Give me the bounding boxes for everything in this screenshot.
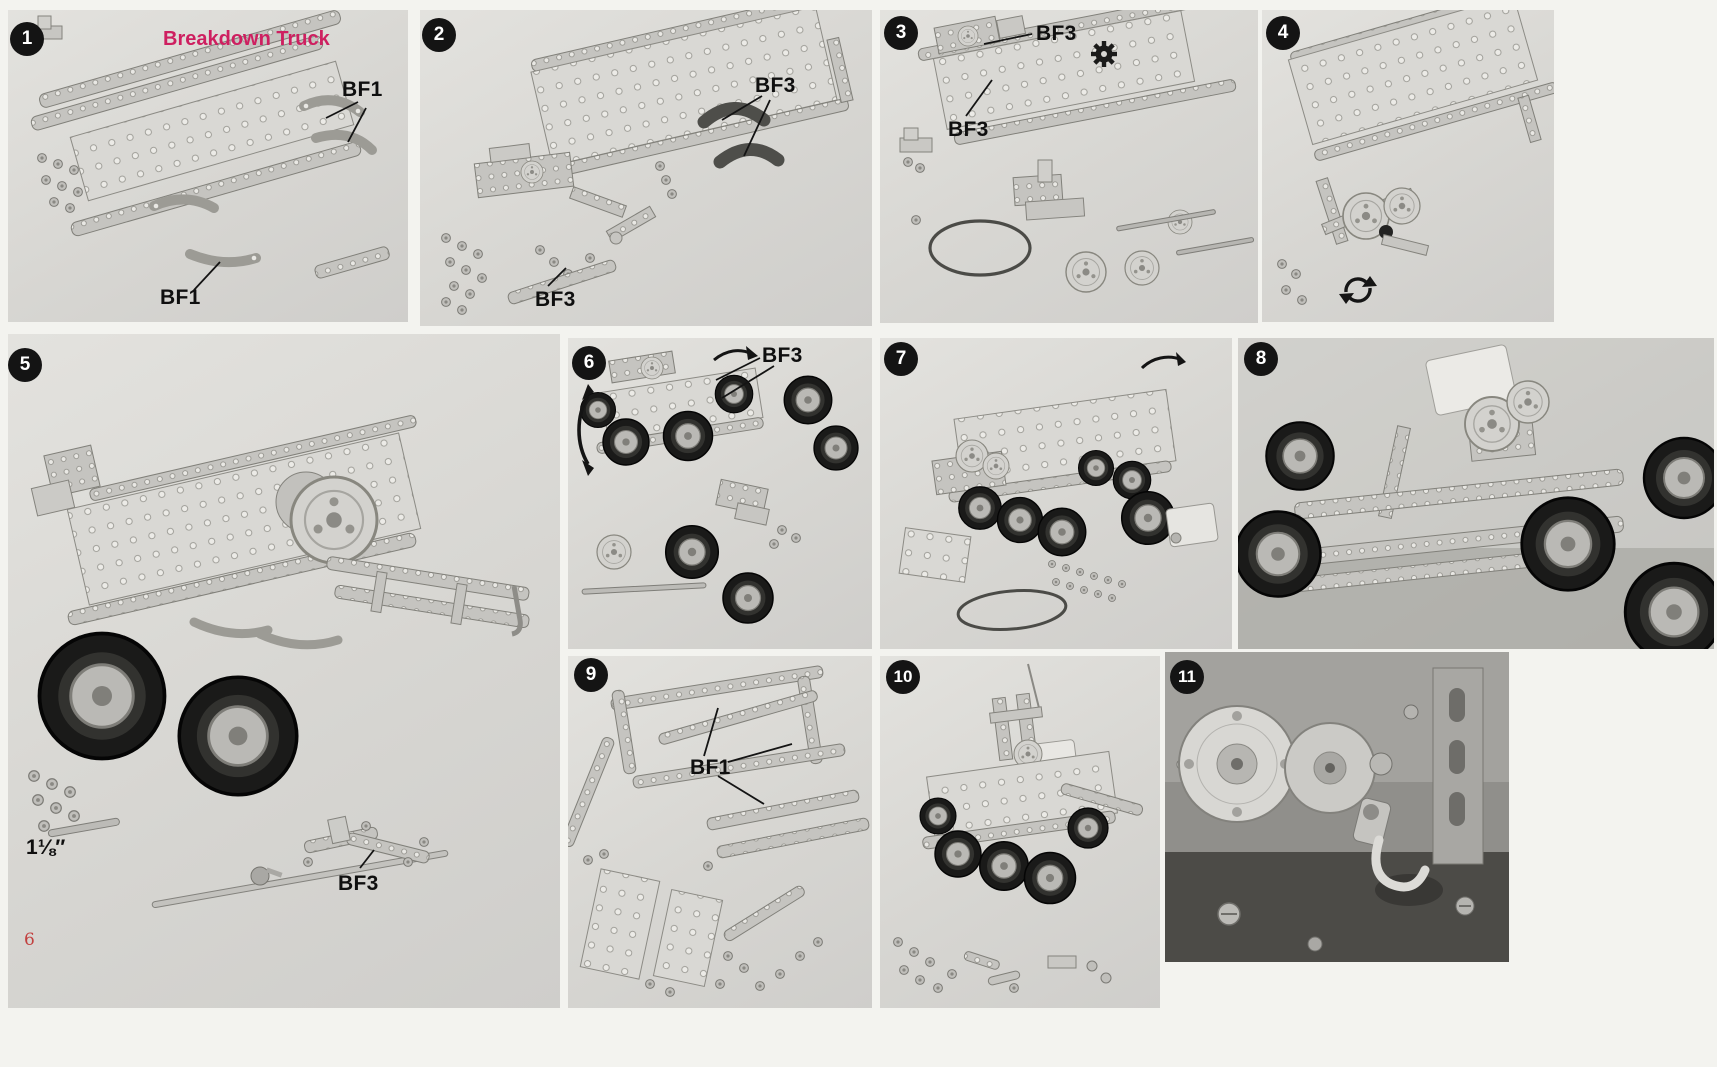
step-11-photo	[1165, 652, 1509, 962]
part-label-bf1: BF1	[160, 286, 201, 309]
step-8-badge: 8	[1244, 342, 1278, 376]
curved-arm-parts	[149, 95, 377, 268]
step-number: 9	[585, 664, 597, 685]
step-number: 6	[583, 352, 595, 373]
step-4-photo	[1277, 10, 1554, 305]
step-6-badge: 6	[572, 346, 606, 380]
part-label-bf3: BF3	[948, 118, 989, 141]
step-2-panel	[420, 10, 872, 326]
step-number: 10	[893, 667, 913, 686]
step-6-panel	[568, 338, 872, 649]
rotation-arrows-icon	[1339, 276, 1377, 304]
step-5-badge: 5	[8, 348, 42, 382]
leader-lines	[715, 357, 775, 399]
step-5-panel	[8, 334, 560, 1008]
o-ring-part	[928, 219, 1032, 277]
step-9-badge: 9	[574, 658, 608, 692]
step-number: 7	[895, 348, 907, 369]
step-number: 5	[19, 354, 31, 375]
short-axle-rod-part	[47, 817, 120, 838]
step-number: 1	[21, 28, 33, 49]
step-number: 2	[433, 24, 445, 45]
leader-lines	[359, 849, 375, 869]
step-number: 3	[895, 22, 907, 43]
step-5-photo	[28, 415, 530, 909]
direction-arrow-icon	[713, 346, 758, 362]
step-number: 8	[1255, 348, 1267, 369]
step-3-badge: 3	[884, 16, 918, 50]
part-label-bf1: BF1	[690, 756, 731, 779]
step-11-panel	[1165, 652, 1509, 962]
mudguard-parts	[697, 102, 785, 169]
step-2-photo	[441, 10, 854, 315]
step-7-panel	[880, 338, 1232, 649]
leader-lines	[983, 33, 1033, 45]
step-8-photo	[1238, 338, 1714, 649]
part-label-bf3: BF3	[338, 872, 379, 895]
hook-part	[511, 585, 523, 637]
step-1-photo	[30, 10, 390, 291]
leader-lines	[721, 95, 771, 157]
step-6-photo	[577, 346, 859, 624]
direction-arrow-icon	[1140, 352, 1186, 370]
step-number: 4	[1277, 22, 1289, 43]
step-11-badge: 11	[1170, 660, 1204, 694]
long-axle-rod-part	[151, 849, 449, 909]
double-arrow-icon	[577, 384, 594, 476]
page-number: 6	[24, 930, 35, 950]
step-9-photo	[568, 665, 870, 997]
part-label-bf3: BF3	[755, 74, 796, 97]
gear-part	[1091, 41, 1117, 67]
part-label-bf3: BF3	[535, 288, 576, 311]
step-8-panel	[1238, 338, 1714, 649]
step-7-photo	[898, 352, 1219, 632]
step-7-badge: 7	[884, 342, 918, 376]
part-label-bf3: BF3	[762, 344, 803, 367]
step-4-badge: 4	[1266, 16, 1300, 50]
step-10-panel	[880, 656, 1160, 1008]
step-3-photo	[899, 10, 1255, 293]
part-label-bf1: BF1	[342, 78, 383, 101]
step-9-panel	[568, 656, 872, 1008]
step-3-panel	[880, 10, 1258, 323]
step-number: 11	[1178, 667, 1196, 686]
step-4-panel	[1262, 10, 1554, 322]
step-1-panel	[8, 10, 408, 322]
measurement-label: 1⅛″	[26, 836, 66, 859]
step-1-badge: 1	[10, 22, 44, 56]
o-ring-part	[956, 588, 1068, 632]
hook-part	[1371, 835, 1430, 892]
part-label-bf3: BF3	[1036, 22, 1077, 45]
step-10-photo	[893, 663, 1144, 993]
leader-lines	[325, 101, 367, 143]
step-2-badge: 2	[422, 18, 456, 52]
leader-lines	[703, 707, 793, 805]
step-10-badge: 10	[886, 660, 920, 694]
page-title: Breakdown Truck	[163, 28, 330, 50]
